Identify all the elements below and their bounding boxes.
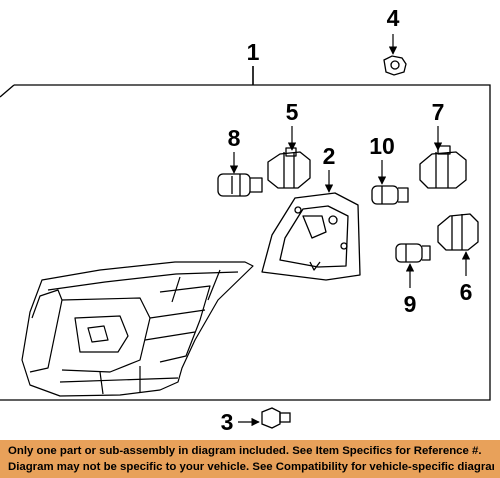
bulb-10 (371, 185, 409, 205)
callout-9: 9 (404, 291, 417, 317)
parts-diagram: 1 2 3 4 5 6 7 8 9 10 (0, 5, 491, 435)
callout-3: 3 (221, 409, 234, 435)
callout-6: 6 (460, 279, 473, 305)
callout-10: 10 (369, 133, 395, 159)
callout-7: 7 (432, 99, 445, 125)
callout-2: 2 (323, 143, 336, 169)
disclaimer-line-1: Only one part or sub-assembly in diagram… (8, 445, 482, 457)
socket-gasket (261, 192, 361, 281)
assembly-frame (0, 66, 491, 401)
socket-8 (217, 173, 263, 197)
callout-1: 1 (247, 39, 260, 65)
callout-8: 8 (228, 125, 241, 151)
bulb-9 (395, 243, 431, 263)
screw-3 (261, 407, 291, 429)
socket-6 (437, 213, 479, 251)
nut-4 (383, 55, 407, 76)
socket-5 (267, 147, 311, 189)
socket-7 (419, 145, 467, 189)
tail-lamp-housing (21, 261, 254, 397)
callout-4: 4 (387, 5, 400, 31)
disclaimer-line-2: Diagram may not be specific to your vehi… (8, 461, 494, 473)
callout-5: 5 (286, 99, 299, 125)
callout-leaders (229, 34, 471, 427)
disclaimer-banner: Only one part or sub-assembly in diagram… (0, 440, 500, 478)
